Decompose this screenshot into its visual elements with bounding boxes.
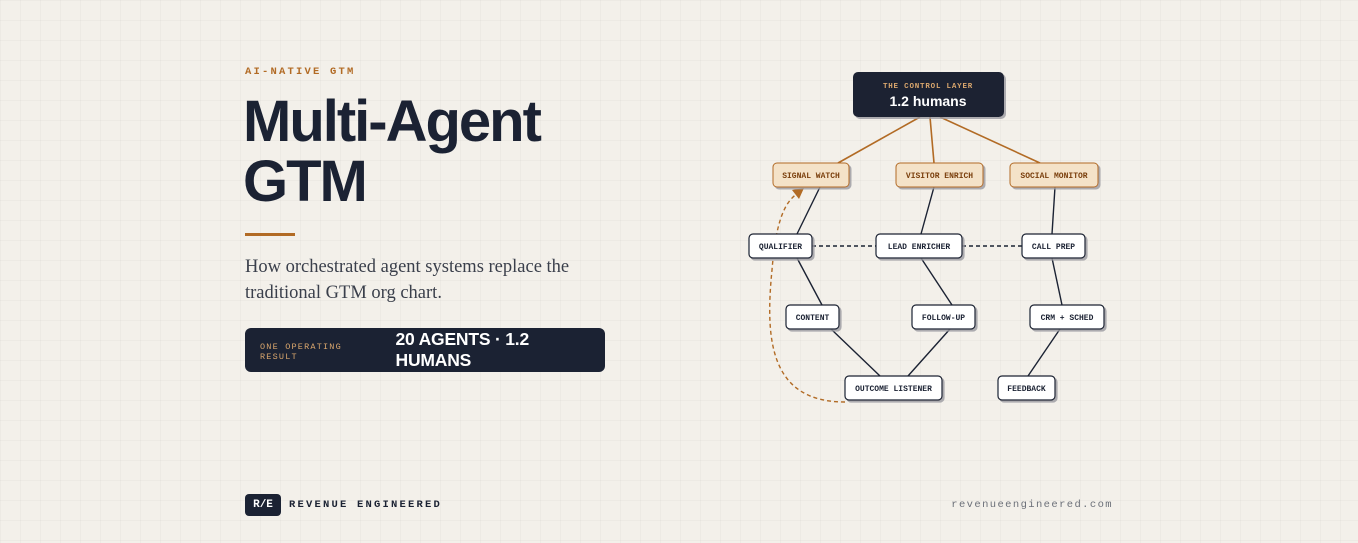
social-monitor-label: SOCIAL MONITOR [1020, 172, 1087, 181]
qualifier-box [748, 233, 813, 259]
content-label: CONTENT [796, 314, 830, 323]
feedback-arrowhead-icon [792, 188, 804, 199]
agent-connectors [796, 186, 1063, 377]
eyebrow-label: AI-NATIVE GTM [245, 66, 356, 78]
brand-logo: R/E [245, 494, 281, 516]
result-value: 20 AGENTS · 1.2 HUMANS [395, 329, 530, 370]
crm-sched-label: CRM + SCHED [1041, 314, 1094, 323]
page-title-line-2: GTM [243, 149, 368, 214]
connector-signal-qualifier [796, 186, 821, 235]
connector-visitor-lead [920, 186, 935, 235]
lead-enricher-label: LEAD ENRICHER [888, 243, 951, 252]
call-prep-label: CALL PREP [1032, 243, 1075, 252]
signal-watch-label: SIGNAL WATCH [782, 172, 840, 181]
feedback-node: FEEDBACK [997, 375, 1056, 401]
connector-root-visitor-enrich [929, 116, 935, 164]
signal-watch-box [772, 162, 850, 188]
connector-lead-followup [920, 257, 953, 306]
feedback-loop-arrow [769, 191, 846, 403]
connector-root-signal-watch [837, 116, 921, 164]
lead-enricher-box [875, 233, 963, 259]
connector-crm-feedback [1027, 328, 1061, 377]
call-prep-node: CALL PREP [1021, 233, 1086, 259]
connector-callprep-crm [1051, 257, 1063, 306]
follow-up-node: FOLLOW-UP [911, 304, 976, 330]
control-layer-box [853, 72, 1004, 117]
feedback-label: FEEDBACK [1007, 385, 1046, 394]
page-subtitle: How orchestrated agent systems replace t… [245, 257, 570, 303]
crm-sched-box [1029, 304, 1105, 330]
connector-content-outcome [830, 328, 881, 377]
qualifier-label: QUALIFIER [759, 243, 802, 252]
connector-social-callprep [1051, 186, 1056, 235]
connector-followup-outcome [907, 328, 951, 377]
outcome-listener-label: OUTCOME LISTENER [855, 385, 932, 394]
accent-divider [245, 233, 295, 236]
outcome-listener-node: OUTCOME LISTENER [844, 375, 943, 401]
control-layer-label: THE CONTROL LAYER [883, 83, 973, 91]
call-prep-box [1021, 233, 1086, 259]
page-title-line-1: Multi-Agent [243, 89, 542, 154]
content-box [785, 304, 840, 330]
follow-up-label: FOLLOW-UP [922, 314, 965, 323]
content-node: CONTENT [785, 304, 840, 330]
visitor-enrich-box [895, 162, 984, 188]
page-title: Multi-Agent GTM [243, 89, 542, 214]
connector-qualifier-content [796, 257, 823, 306]
social-monitor-box [1009, 162, 1099, 188]
qualifier-node: QUALIFIER [748, 233, 813, 259]
social-monitor-node: SOCIAL MONITOR [1009, 162, 1099, 188]
visitor-enrich-node: VISITOR ENRICH [895, 162, 984, 188]
visitor-enrich-label: VISITOR ENRICH [906, 172, 973, 181]
lead-enricher-node: LEAD ENRICHER [875, 233, 963, 259]
result-banner: ONE OPERATING RESULT 20 AGENTS · 1.2 HUM… [245, 328, 605, 372]
outcome-listener-box [844, 375, 943, 401]
signal-watch-node: SIGNAL WATCH [772, 162, 850, 188]
result-label: ONE OPERATING RESULT [260, 341, 342, 362]
control-layer-node: THE CONTROL LAYER 1.2 humans [853, 72, 1004, 117]
brand-name: REVENUE ENGINEERED [289, 499, 443, 511]
follow-up-box [911, 304, 976, 330]
footer-url: revenueengineered.com [951, 499, 1113, 511]
control-layer-value: 1.2 humans [889, 93, 966, 109]
crm-sched-node: CRM + SCHED [1029, 304, 1105, 330]
footer-brand: R/E REVENUE ENGINEERED [245, 494, 442, 516]
control-connectors [837, 116, 1041, 164]
connector-root-social-monitor [939, 116, 1041, 164]
feedback-box [997, 375, 1056, 401]
